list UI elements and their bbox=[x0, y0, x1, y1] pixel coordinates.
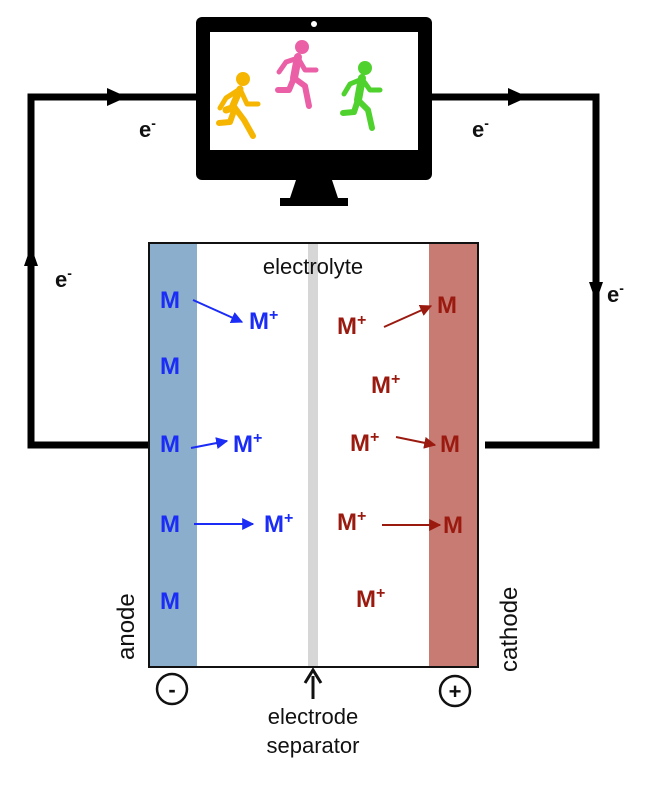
anode-atom: M bbox=[160, 431, 180, 458]
electrode-separator bbox=[308, 243, 318, 667]
cathode-ion: M+ bbox=[337, 508, 366, 536]
runner-green-icon bbox=[340, 61, 383, 131]
cell-outline bbox=[148, 242, 479, 668]
svg-text:+: + bbox=[449, 679, 462, 704]
svg-text:e-: e- bbox=[139, 115, 156, 142]
monitor-icon bbox=[196, 17, 432, 206]
separator-pointer-arrow-icon bbox=[303, 667, 323, 699]
anode-ion: M+ bbox=[233, 430, 262, 458]
anode-ion: M+ bbox=[249, 307, 278, 335]
arrow-up-icon bbox=[24, 246, 38, 266]
anode-atom: M bbox=[160, 287, 180, 314]
anode-ion: M+ bbox=[264, 510, 293, 538]
cathode-ion: M+ bbox=[371, 371, 400, 399]
cathode-electrode bbox=[429, 243, 478, 667]
electron-label: e- bbox=[55, 265, 72, 292]
cathode-ion: M+ bbox=[350, 429, 379, 457]
arrow-down-icon bbox=[589, 282, 603, 302]
anode-label: anode bbox=[113, 593, 140, 660]
cathode-atom: M bbox=[443, 512, 463, 539]
separator-label-line1: electrode bbox=[268, 704, 359, 729]
runner-pink-icon bbox=[275, 40, 319, 109]
arrow-right-icon bbox=[107, 88, 127, 106]
negative-terminal-icon: - bbox=[155, 672, 189, 706]
reduction-arrow bbox=[395, 436, 437, 449]
reduction-arrow bbox=[383, 304, 433, 328]
cathode-atom: M bbox=[440, 431, 460, 458]
cathode-label: cathode bbox=[496, 587, 523, 672]
cathode-species: M+ M+ M+ M+ M+ M M M bbox=[337, 292, 463, 613]
electron-label: e- bbox=[472, 115, 489, 142]
arrow-right-icon bbox=[508, 88, 528, 106]
anode-atom: M bbox=[160, 588, 180, 615]
svg-text:-: - bbox=[168, 677, 175, 702]
separator-label-line2: separator bbox=[267, 733, 360, 758]
cathode-ion: M+ bbox=[337, 312, 366, 340]
oxidation-arrow bbox=[192, 299, 244, 324]
anode-electrode bbox=[149, 243, 197, 667]
oxidation-arrow bbox=[190, 437, 229, 449]
positive-terminal-icon: + bbox=[438, 674, 472, 708]
electrolyte-label: electrolyte bbox=[263, 254, 363, 279]
external-circuit bbox=[24, 88, 603, 449]
anode-atom: M bbox=[160, 511, 180, 538]
svg-text:e-: e- bbox=[607, 280, 624, 307]
runner-yellow-icon bbox=[216, 72, 261, 139]
anode-atom: M bbox=[160, 353, 180, 380]
cathode-atom: M bbox=[437, 292, 457, 319]
battery-cell bbox=[148, 242, 479, 668]
cathode-ion: M+ bbox=[356, 585, 385, 613]
svg-text:e-: e- bbox=[472, 115, 489, 142]
anode-species: M M M M M M+ M+ M+ bbox=[160, 287, 293, 615]
electron-label: e- bbox=[607, 280, 624, 307]
svg-text:e-: e- bbox=[55, 265, 72, 292]
electron-label: e- bbox=[139, 115, 156, 142]
